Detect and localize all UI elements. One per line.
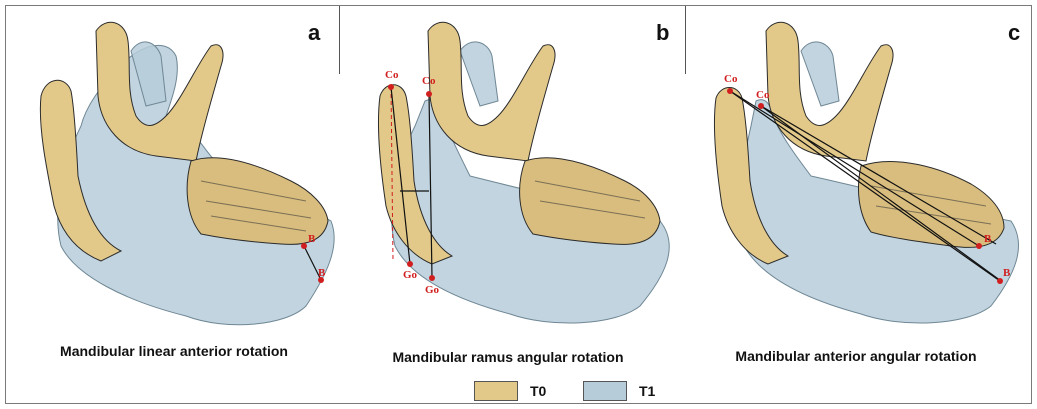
figure-frame: B B a Mandibular linear anterior rotatio… — [5, 5, 1032, 404]
panel-b-mandible-illustration: Co Co Go Go — [340, 6, 686, 336]
landmark-co-t0: Co — [724, 73, 738, 85]
landmark-b-t1: B — [1003, 267, 1011, 279]
legend-label-t0: T0 — [530, 383, 546, 399]
panel-b-caption: Mandibular ramus angular rotation — [338, 349, 678, 365]
panel-a: B B a Mandibular linear anterior rotatio… — [6, 6, 340, 401]
landmark-b-t1: B — [318, 267, 326, 279]
legend-item-t0: T0 — [474, 381, 546, 401]
panel-a-letter: a — [308, 20, 320, 46]
panel-c-caption: Mandibular anterior angular rotation — [686, 348, 1026, 364]
panel-c: Co Co B B c Mandibular anterior angular … — [686, 6, 1033, 401]
panel-a-caption: Mandibular linear anterior rotation — [4, 343, 344, 359]
panel-c-mandible-illustration: Co Co B B — [686, 6, 1033, 336]
legend-item-t1: T1 — [583, 381, 655, 401]
legend-swatch-t0 — [474, 381, 518, 401]
panel-b-letter: b — [656, 20, 669, 46]
landmark-b-t0: B — [984, 233, 992, 245]
panel-c-letter: c — [1008, 20, 1020, 46]
legend-swatch-t1 — [583, 381, 627, 401]
panel-a-mandible-illustration: B B — [6, 6, 340, 336]
landmark-co-t1: Co — [422, 75, 436, 87]
landmark-go-t0: Go — [403, 269, 418, 281]
landmark-go-t1: Go — [425, 284, 440, 296]
panel-b: Co Co Go Go b Mandibular ramus angular r… — [340, 6, 686, 401]
landmark-co-t0: Co — [385, 69, 399, 81]
legend-label-t1: T1 — [639, 383, 655, 399]
landmark-b-t0: B — [308, 233, 316, 245]
landmark-co-t1: Co — [756, 89, 770, 101]
